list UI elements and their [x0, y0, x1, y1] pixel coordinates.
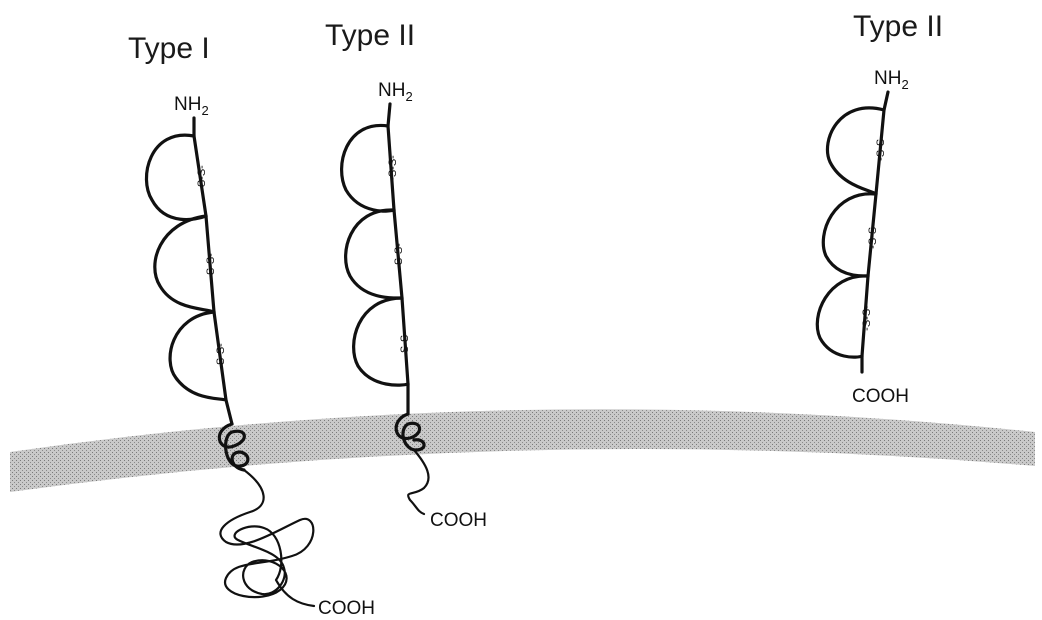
- ig-loop: [352, 296, 410, 387]
- disulfide-bond-label: -S-S-: [215, 343, 227, 369]
- receptor-type-ii-membrane: Type II NH2 -S-S- -S-S- -S-S- COOH: [325, 19, 487, 531]
- ig-loop: [153, 214, 216, 314]
- ig-loop: [344, 208, 404, 300]
- backbone-line: [386, 102, 410, 416]
- receptor-title: Type I: [128, 32, 210, 65]
- n-terminus-label: NH2: [874, 68, 909, 92]
- receptor-title: Type II: [325, 19, 415, 52]
- n-terminus-label: NH2: [174, 94, 209, 118]
- disulfide-bond-label: -S-S-: [875, 135, 887, 161]
- c-terminus-label: COOH: [430, 510, 487, 531]
- cytoplasmic-tail: [407, 448, 430, 516]
- disulfide-bond-label: -S-S-: [393, 243, 405, 269]
- receptor-type-ii-soluble: Type II NH2 -S-S- -S-S- -S-S- COOH: [815, 10, 943, 407]
- disulfide-bond-label: -S-S-: [867, 223, 879, 249]
- disulfide-bond-label: -S-S-: [196, 165, 208, 191]
- n-terminus-label: NH2: [378, 80, 413, 104]
- receptor-title: Type II: [853, 10, 943, 43]
- transmembrane-segment: [217, 422, 250, 472]
- backbone-line: [860, 90, 890, 374]
- backbone-line: [192, 116, 234, 426]
- transmembrane-segment: [394, 412, 426, 452]
- disulfide-bond-label: -S-S-: [387, 155, 399, 181]
- ig-loop: [825, 106, 886, 196]
- c-terminus-label: COOH: [318, 598, 375, 619]
- cytoplasmic-domain: [219, 468, 316, 608]
- disulfide-bond-label: -S-S-: [861, 305, 873, 331]
- receptor-type-i: Type I NH2 -S-S- -S-S- -S-S- COOH: [128, 32, 375, 619]
- c-terminus-label: COOH: [852, 386, 909, 407]
- disulfide-bond-label: -S-S-: [399, 331, 411, 357]
- disulfide-bond-label: -S-S-: [205, 253, 217, 279]
- ig-loop: [815, 274, 870, 359]
- ig-loop: [168, 310, 228, 402]
- cell-membrane: [10, 409, 1035, 492]
